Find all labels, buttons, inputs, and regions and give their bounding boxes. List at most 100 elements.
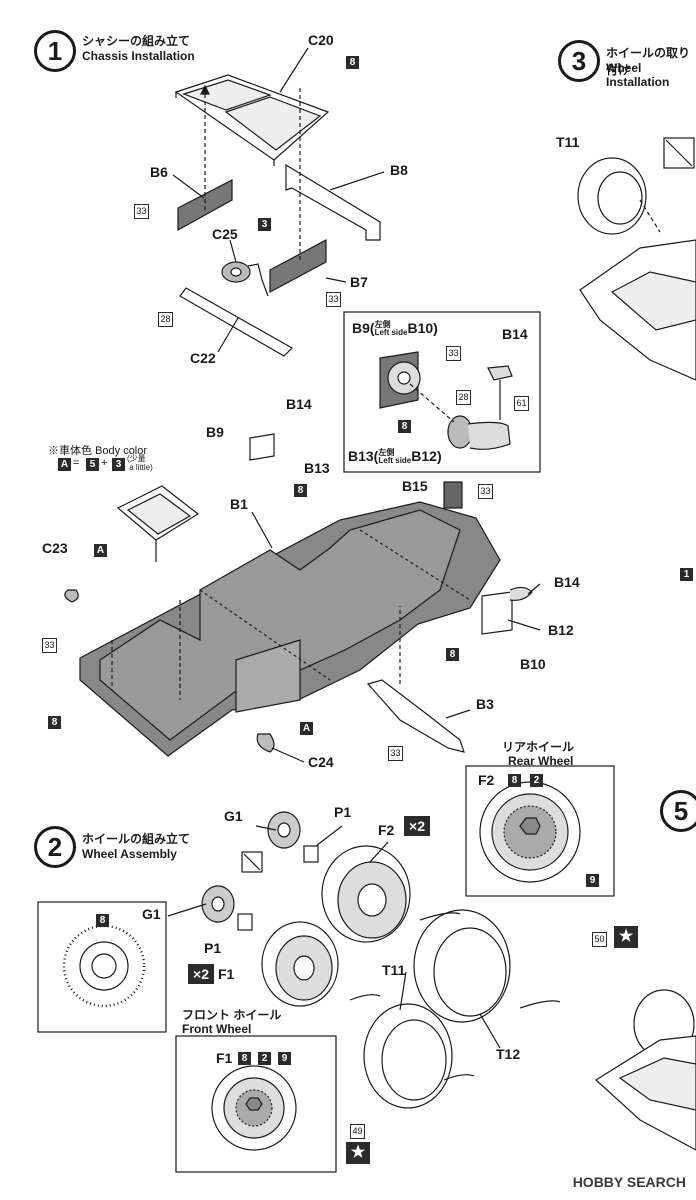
tire-t12	[413, 909, 511, 1023]
star-50: ★	[614, 926, 638, 948]
label-g1-front: G1	[142, 906, 161, 922]
label-f2: F2	[378, 822, 395, 838]
label-b15: B15	[402, 478, 428, 494]
paint-33-b3: 33	[388, 746, 403, 761]
body-color-3: 3	[112, 458, 125, 471]
part-b13-duct	[447, 415, 511, 450]
label-b10-close: B10)	[407, 320, 438, 336]
step3-wheel-t11	[577, 157, 661, 235]
paint-9-rear: 9	[586, 874, 599, 887]
label-p1-top: P1	[334, 804, 352, 820]
paint-33-b7: 33	[326, 292, 341, 307]
label-left-side-en-2: Left side	[378, 456, 412, 466]
body-color-5: 5	[86, 458, 99, 471]
label-f2-rear: F2	[478, 772, 495, 788]
label-b9: B9	[206, 424, 224, 440]
body-color-little: (少量 a little)	[127, 454, 153, 472]
rear-wheel-jp: リアホイール	[502, 740, 575, 754]
step-1-title-jp: シャシーの組み立て	[82, 34, 191, 48]
label-left-side-jp-2: 左側	[378, 448, 395, 458]
part-b15	[443, 481, 463, 509]
paint-8-chassis: 8	[48, 716, 61, 729]
paint-8-c20: 8	[346, 56, 359, 69]
body-color-jp: ※車体色	[48, 445, 92, 457]
label-p1-front: P1	[204, 940, 222, 956]
part-b8	[285, 163, 381, 241]
front-wheel-f1	[261, 921, 339, 1007]
paint-8-b9: 8	[398, 420, 411, 433]
body-color-note: ※車体色 Body color	[48, 442, 147, 458]
label-t11-top: T11	[556, 134, 580, 150]
brake-disc-g1	[267, 811, 301, 849]
label-b13-open: B13(	[348, 448, 379, 464]
paint-28-c22: 28	[158, 312, 173, 327]
paint-33-b15: 33	[478, 484, 493, 499]
front-wheel-jp: フロント ホイール	[182, 1008, 282, 1022]
x2-front: ×2	[188, 964, 214, 984]
label-left-side-jp: 左側	[374, 320, 391, 330]
label-c20: C20	[308, 32, 334, 48]
label-b1: B1	[230, 496, 248, 512]
label-b8: B8	[390, 162, 408, 178]
little-en: a little	[129, 463, 151, 472]
rear-wheel-en: Rear Wheel	[508, 754, 574, 768]
label-f1: F1	[218, 966, 235, 982]
paint-61-b14: 61	[514, 396, 529, 411]
spacer-p1	[303, 845, 319, 863]
label-t11: T11	[382, 962, 406, 978]
body-color-a: A	[58, 458, 71, 471]
front-wheel-en: Front Wheel	[182, 1022, 252, 1036]
paint-8-b10: 8	[446, 648, 459, 661]
paint-3-c25: 3	[258, 218, 271, 231]
step-2-title-jp: ホイールの組み立て	[82, 832, 191, 846]
label-t12: T12	[496, 1046, 521, 1062]
paint-33-b6: 33	[134, 204, 149, 219]
step-2-title-en: Wheel Assembly	[82, 847, 177, 861]
paint-33-chassis: 33	[42, 638, 57, 653]
label-b12-close: B12)	[411, 448, 442, 464]
label-b10: B10	[520, 656, 546, 672]
part-b3	[366, 679, 465, 753]
label-g1-top: G1	[224, 808, 243, 824]
part-b14-right	[509, 586, 533, 601]
paint-8-front: 8	[238, 1052, 251, 1065]
tire-t11	[363, 1003, 453, 1109]
paint-a-c24: A	[300, 722, 313, 735]
rear-wheel-f2	[321, 845, 411, 943]
part-b12-panel	[481, 591, 513, 635]
part-b14-small	[487, 365, 513, 381]
paint-28-b13: 28	[456, 390, 471, 405]
star-49: ★	[346, 1142, 370, 1164]
label-b6: B6	[150, 164, 168, 180]
part-c23	[64, 589, 79, 603]
step-3-title-jp: ホイールの取り付け	[606, 46, 691, 77]
step-1-number: 1	[34, 30, 76, 72]
brake-disc-g1-front	[201, 885, 235, 923]
part-cage	[116, 485, 200, 562]
paint-8-b13: 8	[294, 484, 307, 497]
paint-33-b9: 33	[446, 346, 461, 361]
label-c25: C25	[212, 226, 238, 242]
label-b13: B13	[304, 460, 330, 476]
part-b1-chassis	[79, 501, 501, 757]
label-c22: C22	[190, 350, 216, 366]
label-b14-right: B14	[554, 574, 580, 590]
part-b9-small	[249, 433, 275, 461]
paint-a-c23: A	[94, 544, 107, 557]
label-b14-top: B14	[502, 326, 528, 342]
label-b14-mid: B14	[286, 396, 312, 412]
paint-8-disc: 8	[96, 914, 109, 927]
label-b3: B3	[476, 696, 494, 712]
part-c24	[256, 733, 275, 753]
label-b9-open: B9(	[352, 320, 375, 336]
equals-sign: =	[73, 457, 80, 469]
part-b9-disc	[379, 351, 421, 409]
label-left-side-en: Left side	[374, 328, 408, 338]
hobby-search-watermark: HOBBY SEARCH	[572, 1174, 686, 1190]
spacer-p1-front	[237, 913, 253, 931]
step-2-number: 2	[34, 826, 76, 868]
label-b7: B7	[350, 274, 368, 290]
